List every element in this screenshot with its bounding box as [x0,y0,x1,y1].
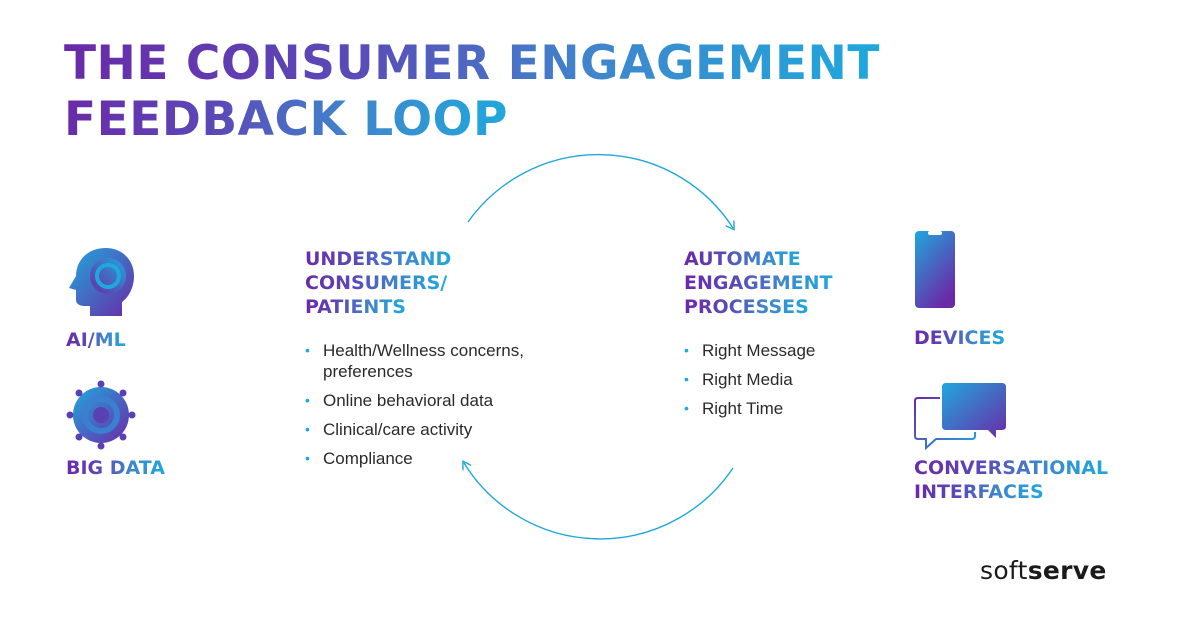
logo-bold-text: serve [1027,556,1107,585]
understand-heading: UNDERSTAND CONSUMERS/ PATIENTS [305,247,451,319]
list-item: Right Time [684,398,884,419]
list-item: Right Media [684,369,884,390]
title-line-2: FEEDBACK LOOP [64,92,508,147]
big-data-label-text: BIG DATA [66,457,165,479]
understand-heading-line-3: PATIENTS [305,296,406,318]
head-brain-icon [69,248,134,316]
understand-heading-line-1: UNDERSTAND [305,248,452,270]
chat-bubbles-icon [914,383,1006,450]
automate-heading-line-3: PROCESSES [684,296,809,318]
smartphone-icon [915,231,955,308]
conversational-label-line-2: INTERFACES [914,481,1044,503]
understand-heading-line-2: CONSUMERS/ [305,272,448,294]
bottom-loop-arrow [464,463,734,540]
big-data-label: BIG DATA [66,456,165,480]
top-loop-arrow [467,153,733,228]
list-item: Online behavioral data [305,390,565,411]
devices-label-text: DEVICES [914,327,1006,349]
conversational-label: CONVERSATIONAL INTERFACES [914,456,1108,504]
title-line-1: THE CONSUMER ENGAGEMENT [64,36,880,91]
ai-ml-label-text: AI/ML [66,329,126,351]
list-item: Compliance [305,448,565,469]
data-network-icon [66,380,136,450]
page-title: THE CONSUMER ENGAGEMENT FEEDBACK LOOP [64,36,964,148]
softserve-logo: softserve [980,556,1107,585]
understand-bullet-list: Health/Wellness concerns, preferences On… [305,340,565,477]
automate-heading-line-2: ENGAGEMENT [684,272,833,294]
automate-bullet-list: Right Message Right Media Right Time [684,340,884,427]
logo-light-text: soft [980,556,1028,585]
ai-ml-label: AI/ML [66,328,126,352]
automate-heading: AUTOMATE ENGAGEMENT PROCESSES [684,247,833,319]
conversational-label-line-1: CONVERSATIONAL [914,457,1109,479]
list-item: Clinical/care activity [305,419,565,440]
devices-label: DEVICES [914,326,1005,350]
list-item: Health/Wellness concerns, preferences [305,340,565,382]
list-item: Right Message [684,340,884,361]
automate-heading-line-1: AUTOMATE [684,248,801,270]
